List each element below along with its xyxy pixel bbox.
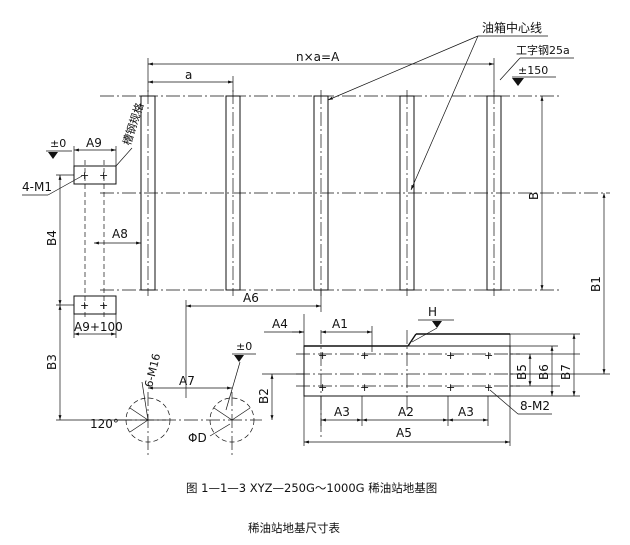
svg-text:+: + <box>360 381 369 394</box>
b-label: B <box>527 192 541 200</box>
span-dimension: n×a=A a <box>147 50 495 92</box>
a2-label: A2 <box>398 405 414 419</box>
elevation-0-left: ±0 <box>50 137 66 150</box>
svg-text:+: + <box>80 169 89 182</box>
a7-label: A7 <box>179 374 195 388</box>
channel-detail: + + + + A9 ±0 4-M1 槽钢规格 B4 A8 A9+100 <box>22 101 150 421</box>
table-title: 稀油站地基尺寸表 <box>248 521 340 535</box>
svg-text:+: + <box>99 169 108 182</box>
four-m1-label: 4-M1 <box>22 180 52 194</box>
svg-text:+: + <box>318 381 327 394</box>
h-label: H <box>428 305 437 319</box>
svg-text:+: + <box>484 349 493 362</box>
tank-centerline-label: 油箱中心线 <box>482 20 542 35</box>
a3-right-label: A3 <box>458 405 474 419</box>
svg-text:+: + <box>446 349 455 362</box>
six-m16-label: 6-M16 <box>142 352 163 389</box>
angle-120-label: 120° <box>90 417 119 431</box>
tank-base-plate: + + + + + + + + A4 A1 H A3 A2 A3 A <box>264 305 580 446</box>
svg-text:+: + <box>360 349 369 362</box>
pump-base-detail: A6 A7 6-M16 120° ±0 ΦD B2 <box>90 290 322 458</box>
elevation-150: ±150 <box>518 64 548 77</box>
a9-plus-100-label: A9+100 <box>74 320 123 334</box>
b5-label: B5 <box>515 364 529 380</box>
a3-left-label: A3 <box>334 405 350 419</box>
b3-label: B3 <box>45 354 59 370</box>
a9-label: A9 <box>86 136 102 150</box>
pitch-label: a <box>185 68 192 82</box>
eight-m2-label: 8-M2 <box>520 399 550 413</box>
b-dimension: B <box>527 96 544 290</box>
i-beam-label: 工字钢25a <box>516 43 570 57</box>
figure-caption: 图 1—1—3 XYZ—250G～1000G 稀油站地基图 <box>186 481 437 495</box>
channel-spec-label: 槽钢规格 <box>120 101 147 147</box>
b1-dimension: B1 <box>510 193 610 375</box>
a5-label: A5 <box>396 426 412 440</box>
span-label: n×a=A <box>296 50 340 64</box>
phi-d-label: ΦD <box>188 431 207 445</box>
a8-label: A8 <box>112 227 128 241</box>
b6-label: B6 <box>537 364 551 380</box>
tank-centerline-callout: 油箱中心线 <box>327 20 548 191</box>
b4-label: B4 <box>45 230 59 246</box>
a4-label: A4 <box>272 317 288 331</box>
b7-label: B7 <box>559 364 573 380</box>
beam-plan <box>100 90 610 296</box>
svg-text:+: + <box>318 349 327 362</box>
svg-text:+: + <box>80 299 89 312</box>
elevation-0-mid: ±0 <box>236 340 252 353</box>
b2-label: B2 <box>257 388 271 404</box>
b1-label: B1 <box>589 276 603 292</box>
svg-text:+: + <box>99 299 108 312</box>
svg-text:+: + <box>484 381 493 394</box>
svg-text:+: + <box>446 381 455 394</box>
i-beam-callout: 工字钢25a ±150 <box>499 43 574 86</box>
a1-label: A1 <box>332 317 348 331</box>
a6-label: A6 <box>243 291 259 305</box>
